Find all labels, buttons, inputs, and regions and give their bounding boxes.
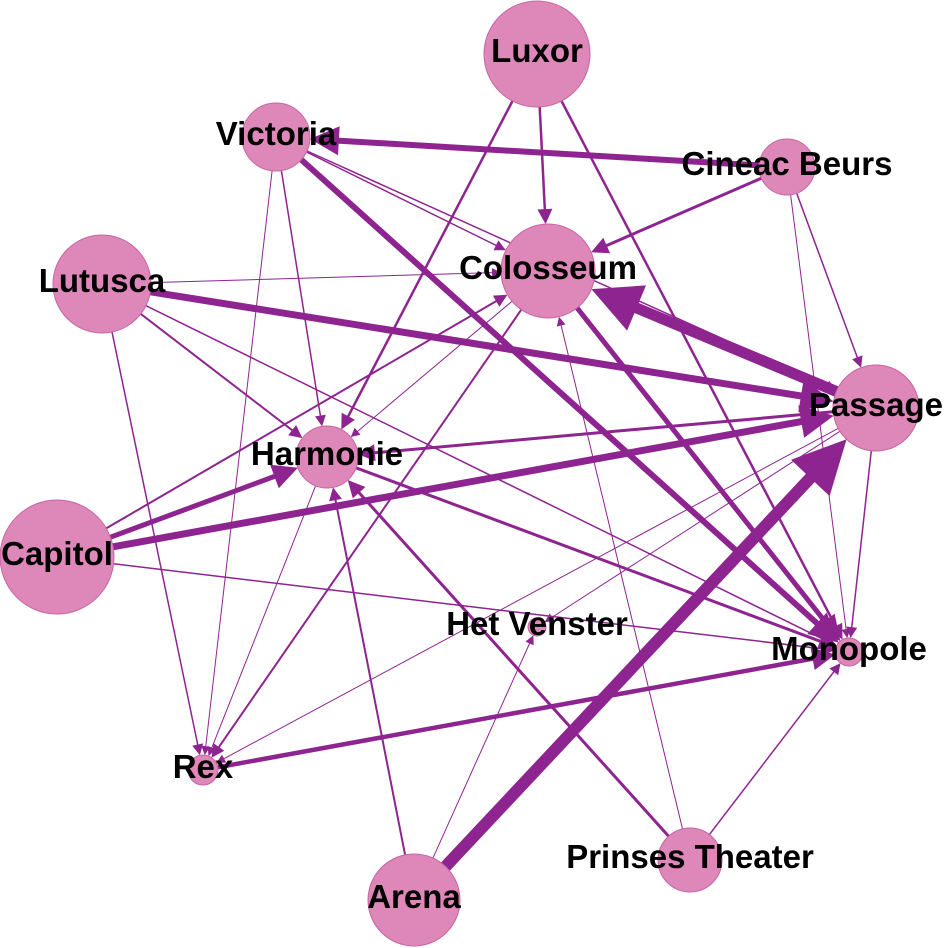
edge-luxor-to-harmonie (346, 100, 514, 419)
node-monopole (834, 637, 864, 667)
arrowhead-prinses-to-monopole (829, 663, 841, 676)
edge-prinses-to-monopole (708, 670, 836, 836)
edge-colosseum-to-rex (217, 309, 523, 749)
arrowhead-passage-to-colosseum (591, 285, 646, 331)
arrowhead-rex-to-monopole (810, 647, 836, 670)
arrowhead-passage-to-hetvenster (544, 613, 555, 623)
edge-colosseum-to-harmonie (356, 300, 513, 433)
edge-cineac-to-passage (795, 193, 859, 360)
edge-rex-to-monopole (217, 656, 815, 770)
arrowhead-victoria-to-harmonie (315, 414, 326, 427)
label-arena: Arena (367, 878, 461, 915)
edge-lutusca-to-harmonie (140, 313, 294, 432)
label-passage: Passage (809, 386, 943, 423)
arrowhead-arena-to-passage (791, 439, 847, 497)
arrowhead-luxor-to-colosseum (537, 208, 553, 225)
arrowhead-colosseum-to-monopole (815, 613, 841, 641)
nodes-layer (0, 0, 920, 947)
arrowhead-passage-to-monopole (846, 626, 858, 639)
edge-harmonie-to-monopole (355, 466, 822, 644)
arrowhead-harmonie-to-rex (207, 746, 216, 757)
arrowhead-victoria-to-passage (824, 380, 837, 391)
edge-prinses-to-harmonie (356, 490, 670, 838)
edge-cineac-to-victoria (337, 137, 760, 169)
arrowhead-lutusca-to-rex (192, 743, 204, 756)
edge-passage-to-monopole (850, 450, 873, 629)
arrowhead-passage-to-rex (216, 754, 227, 763)
label-luxor: Luxor (491, 32, 583, 69)
label-monopole: Monopole (771, 630, 927, 667)
edge-arena-to-harmonie (334, 498, 407, 856)
node-cineac (758, 138, 816, 196)
arrowhead-lutusca-to-harmonie (288, 425, 303, 439)
edge-capitol-to-harmonie (109, 473, 277, 540)
edge-capitol-to-passage (112, 417, 804, 551)
label-prinses: Prinses Theater (566, 838, 814, 875)
edge-passage-to-hetvenster (550, 430, 841, 619)
edge-prinses-to-colosseum (560, 323, 683, 830)
edge-passage-to-rex (222, 427, 839, 760)
arrowhead-cineac-to-victoria (309, 126, 340, 156)
edge-capitol-to-colosseum (105, 299, 499, 530)
arrowhead-colosseum-to-rex (211, 743, 225, 758)
arrowhead-cineac-to-passage (852, 355, 863, 368)
node-passage (832, 364, 920, 452)
label-hetvenster: Het Venster (446, 605, 628, 642)
arrowheads-layer (192, 126, 863, 763)
node-colosseum (500, 223, 596, 319)
arrowhead-cineac-to-colosseum (591, 237, 611, 254)
edge-passage-to-colosseum (633, 302, 839, 397)
node-prinses (657, 827, 723, 893)
node-harmonie (295, 425, 359, 489)
arrowhead-prinses-to-harmonie (347, 480, 366, 499)
label-victoria: Victoria (216, 115, 337, 152)
label-cineac: Cineac Beurs (682, 145, 893, 182)
arrowhead-passage-to-harmonie (357, 444, 376, 462)
edge-lutusca-to-colosseum (150, 272, 494, 284)
arrowhead-victoria-to-colosseum (493, 240, 506, 251)
edge-passage-to-harmonie (373, 410, 834, 455)
node-rex (187, 754, 219, 786)
label-capitol: Capitol (1, 535, 113, 572)
node-capitol (0, 499, 115, 615)
arrowhead-harmonie-to-monopole (817, 633, 836, 650)
label-harmonie: Harmonie (251, 435, 403, 472)
edge-capitol-to-monopole (113, 563, 826, 650)
edge-luxor-to-colosseum (538, 106, 547, 211)
edge-victoria-to-colosseum (306, 151, 498, 247)
arrowhead-lutusca-to-passage (798, 379, 834, 413)
edge-arena-to-hetvenster (432, 641, 531, 859)
node-arena (367, 853, 461, 947)
node-hetvenster (527, 617, 547, 637)
node-luxor (483, 0, 591, 108)
label-colosseum: Colosseum (459, 249, 637, 286)
arrowhead-capitol-to-harmonie (270, 464, 298, 489)
arrowhead-lutusca-to-colosseum (491, 268, 501, 278)
arrowhead-capitol-to-colosseum (492, 294, 508, 307)
edge-harmonie-to-rex (210, 485, 317, 750)
edge-victoria-to-rex (205, 170, 273, 748)
edge-colosseum-to-monopole (575, 306, 828, 625)
arrowhead-luxor-to-harmonie (341, 412, 355, 430)
label-rex: Rex (173, 748, 234, 785)
node-lutusca (52, 234, 152, 334)
node-victoria (241, 102, 311, 172)
arrowhead-arena-to-harmonie (329, 487, 342, 502)
edge-lutusca-to-passage (149, 288, 803, 400)
edge-arena-to-passage (441, 472, 816, 871)
edge-luxor-to-monopole (560, 100, 838, 629)
edges-layer (105, 100, 873, 871)
arrowhead-arena-to-hetvenster (525, 635, 534, 646)
label-lutusca: Lutusca (39, 262, 166, 299)
arrowhead-colosseum-to-harmonie (350, 427, 361, 437)
edge-victoria-to-monopole (299, 157, 821, 627)
arrowhead-capitol-to-passage (798, 405, 834, 438)
edge-victoria-to-harmonie (280, 170, 322, 418)
arrowhead-prinses-to-colosseum (556, 316, 566, 327)
